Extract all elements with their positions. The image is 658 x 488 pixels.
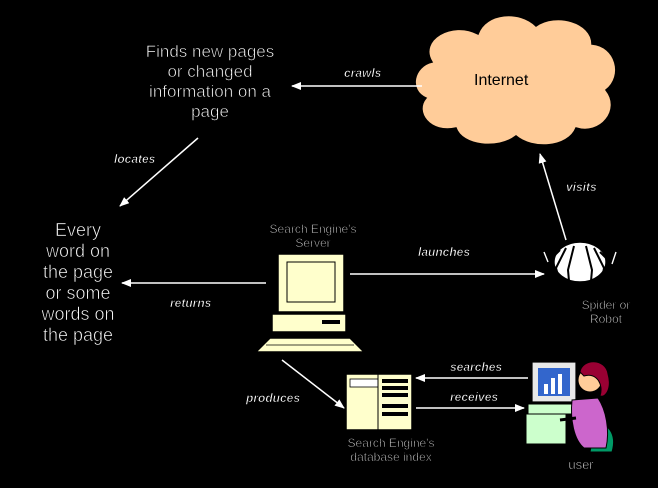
cloud-icon xyxy=(414,14,617,146)
arrows xyxy=(119,82,567,412)
edge-label-crawls: crawls xyxy=(344,66,382,81)
database-label: Search Engine's database index xyxy=(326,436,456,465)
db-line-2: database index xyxy=(350,450,432,465)
every-word-label: Every word on the page or some words on … xyxy=(28,220,128,346)
internet-label: Internet xyxy=(474,72,529,89)
edge-label-receives: receives xyxy=(450,390,499,405)
every-line-2: word on xyxy=(45,241,111,262)
arrow-locates xyxy=(119,137,199,207)
edge-label-visits: visits xyxy=(566,180,597,195)
user-label: user xyxy=(568,457,594,472)
finds-line-2: or changed xyxy=(167,62,253,82)
finds-new-pages-label: Finds new pages or changed information o… xyxy=(130,42,290,122)
finds-line-1: Finds new pages xyxy=(145,42,275,62)
every-line-4: or some xyxy=(45,283,111,304)
edge-label-searches: searches xyxy=(450,360,503,375)
user-at-computer-icon xyxy=(525,361,614,453)
every-line-3: the page xyxy=(42,262,114,283)
spider-line-2: Robot xyxy=(589,312,623,327)
database-server-icon xyxy=(345,373,413,431)
every-line-6: the page xyxy=(42,325,114,346)
spider-icon xyxy=(543,241,617,293)
edge-label-locates: locates xyxy=(114,152,156,167)
edge-label-launches: launches xyxy=(418,245,471,260)
spider-line-1: Spider or xyxy=(581,298,631,313)
server-line-1: Search Engine's xyxy=(269,222,357,237)
every-line-5: words on xyxy=(41,304,115,325)
finds-line-3: information on a xyxy=(149,82,272,102)
cloud-shape xyxy=(414,14,617,146)
server-line-2: Server xyxy=(295,236,331,251)
server-computer-icon xyxy=(254,253,366,353)
arrow-visits xyxy=(538,153,567,241)
db-line-1: Search Engine's xyxy=(347,436,435,451)
arrow-produces xyxy=(281,359,345,409)
edge-label-returns: returns xyxy=(170,296,212,311)
edge-label-produces: produces xyxy=(246,391,301,406)
spider-label: Spider or Robot xyxy=(556,298,656,327)
finds-line-4: page xyxy=(191,102,229,122)
every-line-1: Every xyxy=(54,220,102,241)
server-label: Search Engine's Server xyxy=(248,222,378,251)
